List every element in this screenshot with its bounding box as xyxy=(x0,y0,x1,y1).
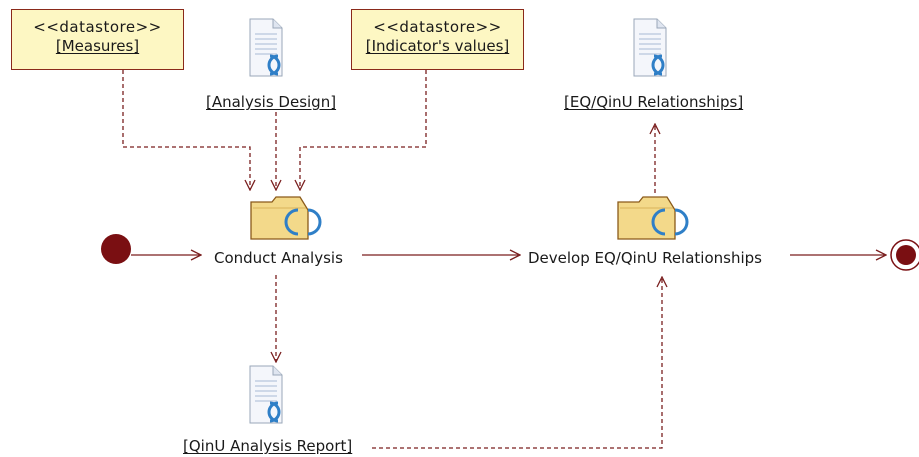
artifact-eq-qinu-relationships[interactable]: [EQ/QinU Relationships] xyxy=(564,93,744,111)
datastore-stereotype: <<datastore>> xyxy=(373,18,502,36)
activity-develop-eq-qinu-relationships[interactable]: Develop EQ/QinU Relationships xyxy=(528,249,762,267)
flow-report-to-develop xyxy=(372,277,662,449)
final-node-icon[interactable] xyxy=(890,239,919,271)
document-cycle-icon xyxy=(249,365,283,424)
initial-node-icon[interactable] xyxy=(101,234,131,264)
activity-conduct-analysis[interactable]: Conduct Analysis xyxy=(214,249,343,267)
artifact-analysis-design[interactable]: [Analysis Design] xyxy=(206,93,337,111)
datastore-indicators-values[interactable]: <<datastore>> [Indicator's values] xyxy=(351,9,524,70)
datastore-stereotype: <<datastore>> xyxy=(33,18,162,36)
datastore-measures-label: [Measures] xyxy=(55,37,140,55)
folder-cycle-icon xyxy=(617,196,689,240)
flow-indicators-to-conduct xyxy=(300,70,427,190)
document-cycle-icon xyxy=(249,18,283,77)
datastore-indicators-label: [Indicator's values] xyxy=(365,37,510,55)
artifact-qinu-analysis-report[interactable]: [QinU Analysis Report] xyxy=(183,437,353,455)
folder-cycle-icon xyxy=(250,196,322,240)
datastore-measures[interactable]: <<datastore>> [Measures] xyxy=(11,9,184,70)
document-cycle-icon xyxy=(633,18,667,77)
flow-measures-to-conduct xyxy=(122,70,250,190)
